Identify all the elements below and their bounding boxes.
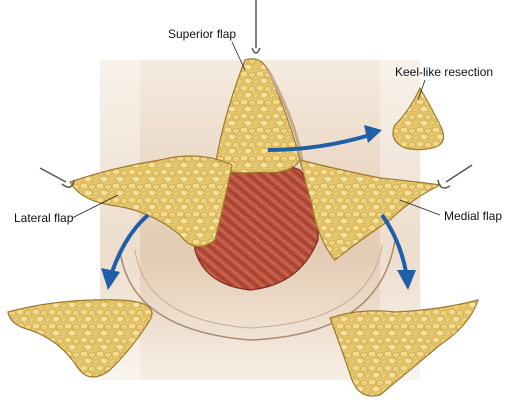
superior-flap-skin-edge <box>266 69 304 161</box>
label-keel-resection: Keel-like resection <box>395 65 493 79</box>
leader-lateral-flap <box>71 194 119 219</box>
breast-contour-inner <box>134 244 383 329</box>
label-lateral-flap: Lateral flap <box>14 211 74 225</box>
leader-keel-resection <box>417 79 426 101</box>
arrow-keel <box>267 125 382 152</box>
excised-lateral-segment <box>7 299 153 378</box>
medial-flap <box>299 159 442 261</box>
hook-right <box>437 164 473 189</box>
arrow-lateral-down <box>101 213 150 290</box>
label-superior-flap: Superior flap <box>168 27 236 41</box>
leader-medial-flap <box>399 199 441 216</box>
arrow-medial-down <box>380 213 416 290</box>
keel-resection-piece <box>392 86 445 151</box>
leader-superior-flap <box>231 41 246 71</box>
excised-medial-segment <box>329 299 479 397</box>
superior-flap <box>214 58 301 174</box>
hook-left <box>39 167 75 188</box>
breast-contour-outer <box>119 239 396 341</box>
hook-superior <box>251 0 261 54</box>
lateral-flap <box>69 155 233 247</box>
label-medial-flap: Medial flap <box>444 209 502 223</box>
